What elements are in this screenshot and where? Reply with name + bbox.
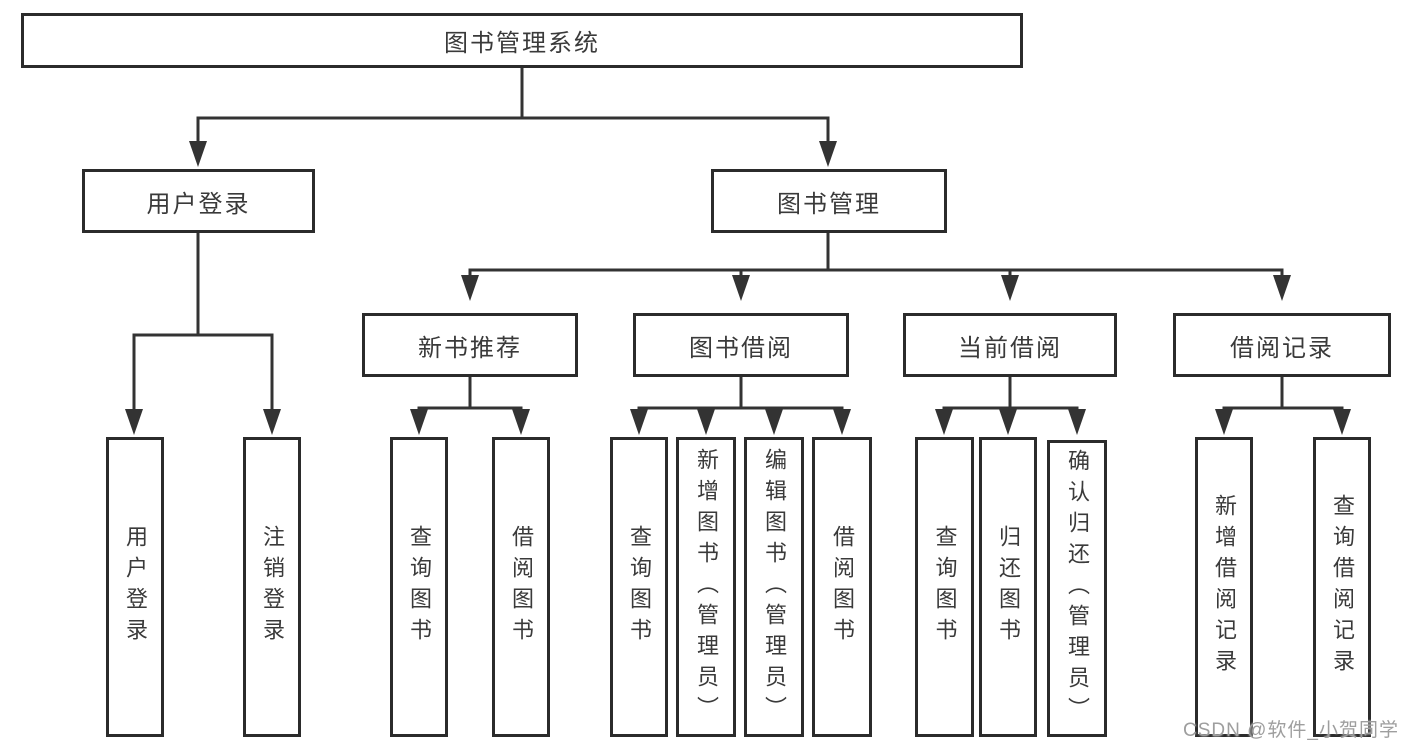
leaf-newbook-query-book: 查询图书	[390, 437, 448, 737]
leaf-records-query-record: 查询借阅记录	[1313, 437, 1371, 737]
leaf-current-confirm-return-admin: 确认归还（管理员）	[1047, 440, 1107, 737]
node-label: 新书推荐	[418, 334, 522, 362]
node-label: 确认归还（管理员）	[1065, 449, 1090, 728]
node-label: 图书管理	[777, 190, 881, 218]
node-label: 新增图书（管理员）	[694, 447, 719, 727]
leaf-borrow-edit-book-admin: 编辑图书（管理员）	[744, 437, 804, 737]
leaf-borrow-borrow-book: 借阅图书	[812, 437, 872, 737]
node-label: 注销登录	[260, 525, 285, 649]
node-label: 图书借阅	[689, 334, 793, 362]
node-label: 当前借阅	[958, 334, 1062, 362]
node-user-login: 用户登录	[82, 169, 315, 233]
csdn-watermark: CSDN @软件_小贺同学	[1183, 720, 1399, 741]
node-label: 用户登录	[146, 190, 251, 218]
node-label: 归还图书	[996, 525, 1021, 649]
node-label: 查询图书	[627, 525, 652, 649]
node-borrow-records: 借阅记录	[1173, 313, 1391, 377]
node-label: 查询图书	[932, 525, 958, 649]
node-label: 借阅图书	[830, 525, 855, 649]
node-label: 借阅记录	[1230, 334, 1334, 362]
leaf-user-logout: 注销登录	[243, 437, 301, 737]
node-label: 新增借阅记录	[1212, 494, 1237, 680]
leaf-user-login: 用户登录	[106, 437, 164, 737]
node-root: 图书管理系统	[21, 13, 1023, 68]
leaf-current-query-book: 查询图书	[915, 437, 974, 737]
node-label: 编辑图书（管理员）	[762, 447, 787, 727]
node-label: 查询图书	[407, 525, 432, 649]
leaf-records-add-record: 新增借阅记录	[1195, 437, 1253, 737]
node-label: 借阅图书	[509, 525, 534, 649]
node-book-management: 图书管理	[711, 169, 947, 233]
leaf-newbook-borrow-book: 借阅图书	[492, 437, 550, 737]
leaf-borrow-add-book-admin: 新增图书（管理员）	[676, 437, 736, 737]
node-current-borrow: 当前借阅	[903, 313, 1117, 377]
arrowheads	[125, 141, 1351, 435]
node-new-book-recommend: 新书推荐	[362, 313, 578, 377]
node-label: 图书管理系统	[444, 30, 600, 57]
node-label: 查询借阅记录	[1330, 494, 1355, 680]
leaf-borrow-query-book: 查询图书	[610, 437, 668, 737]
node-label: 用户登录	[123, 525, 148, 649]
leaf-current-return-book: 归还图书	[979, 437, 1037, 737]
connector-edges	[132, 68, 1344, 412]
node-book-borrow: 图书借阅	[633, 313, 849, 377]
